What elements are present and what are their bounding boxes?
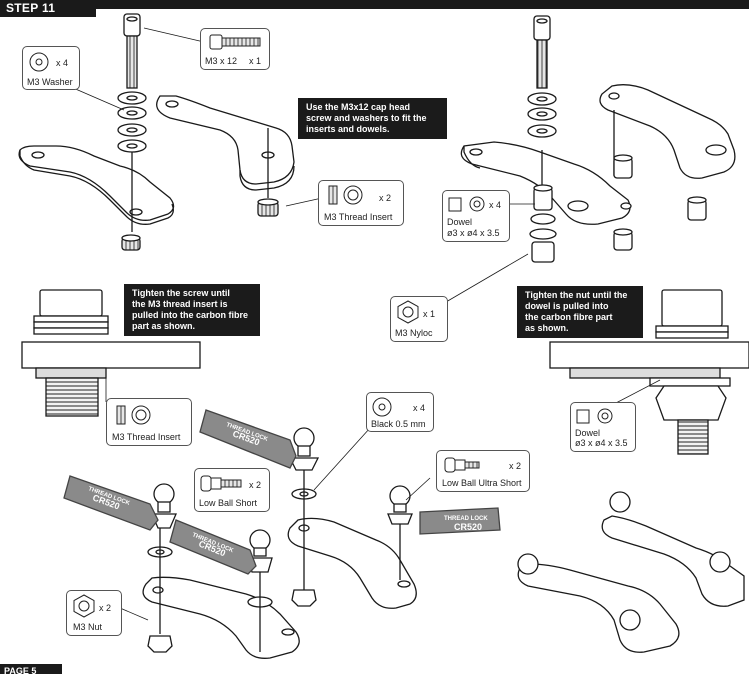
callout-dowel-detail: Dowel ø3 x ø4 x 3.5 <box>570 402 636 452</box>
part-qty: x 4 <box>56 58 69 68</box>
threadlock-tubes <box>63 409 501 575</box>
part-qty: x 2 <box>99 603 112 613</box>
washer-icon <box>372 397 392 417</box>
part-qty: x 2 <box>509 461 522 471</box>
header-rule <box>96 0 749 9</box>
ball-stud-icon <box>200 475 242 492</box>
note-tighten-nut: Tighten the nut until the dowel is pulle… <box>517 286 643 338</box>
note-tighten-screw: Tighten the screw until the M3 thread in… <box>124 284 260 336</box>
page-number: PAGE 5 <box>4 666 37 676</box>
upper-right-assembly <box>460 15 736 263</box>
callout-dowel: x 4 Dowel ø3 x ø4 x 3.5 <box>442 190 510 242</box>
part-name: M3 x 12 <box>205 56 238 66</box>
part-qty: x 2 <box>379 193 392 203</box>
thread-insert-icon <box>328 185 363 205</box>
part-qty: x 4 <box>413 403 426 413</box>
thread-insert-icon <box>116 405 151 425</box>
callout-thread-insert-detail: M3 Thread Insert <box>106 398 192 446</box>
page-tab <box>0 664 62 674</box>
insert-section-detail <box>21 289 201 417</box>
callout-m3-nut: x 2 M3 Nut <box>66 590 122 636</box>
callout-m3-washer: x 4 M3 Washer <box>22 46 80 90</box>
callout-low-ball-short: x 2 Low Ball Short <box>194 468 270 512</box>
part-size: ø3 x ø4 x 3.5 <box>575 438 628 448</box>
part-name: Low Ball Short <box>199 498 258 508</box>
part-name: M3 Nyloc <box>395 328 433 338</box>
callout-thread-insert: x 2 M3 Thread Insert <box>318 180 404 226</box>
ball-stud-icon <box>444 457 480 473</box>
callout-low-ball-ultra-short: x 2 Low Ball Ultra Short <box>436 450 530 492</box>
upper-left-assembly <box>18 13 295 251</box>
part-name: Dowel <box>447 217 473 227</box>
part-qty: x 4 <box>489 200 502 210</box>
step-tab: STEP 11 <box>0 0 96 17</box>
lower-center-assembly <box>287 427 417 609</box>
svg-text:THREAD LOCK: THREAD LOCK <box>444 516 488 522</box>
part-name: M3 Thread Insert <box>324 212 393 222</box>
part-size: ø3 x ø4 x 3.5 <box>447 228 500 238</box>
washer-icon <box>29 52 49 72</box>
part-qty: x 2 <box>249 480 262 490</box>
part-name: Black 0.5 mm <box>371 419 426 429</box>
part-name: M3 Thread Insert <box>112 432 181 442</box>
note-cap-head: Use the M3x12 cap head screw and washers… <box>298 98 447 139</box>
part-qty: x 1 <box>423 309 436 319</box>
hex-nut-icon <box>73 594 95 618</box>
dowel-icon <box>448 196 485 212</box>
part-name: M3 Nut <box>73 622 103 632</box>
part-name: Low Ball Ultra Short <box>442 478 522 488</box>
svg-text:CR520: CR520 <box>454 522 482 532</box>
step-title: STEP 11 <box>6 1 56 15</box>
callout-m3-nyloc: x 1 M3 Nyloc <box>390 296 448 342</box>
part-name: Dowel <box>575 428 601 438</box>
callout-black-washer: x 4 Black 0.5 mm <box>366 392 434 432</box>
cap-screw-icon <box>209 34 261 50</box>
nyloc-nut-icon <box>397 300 419 324</box>
part-qty: x 1 <box>249 56 262 66</box>
callout-m3x12: M3 x 12 x 1 <box>200 28 270 70</box>
dowel-icon <box>576 408 613 424</box>
finished-assembly <box>517 491 745 653</box>
dowel-section-detail <box>549 289 749 455</box>
lower-left-assembly <box>142 483 300 659</box>
part-name: M3 Washer <box>27 77 73 87</box>
